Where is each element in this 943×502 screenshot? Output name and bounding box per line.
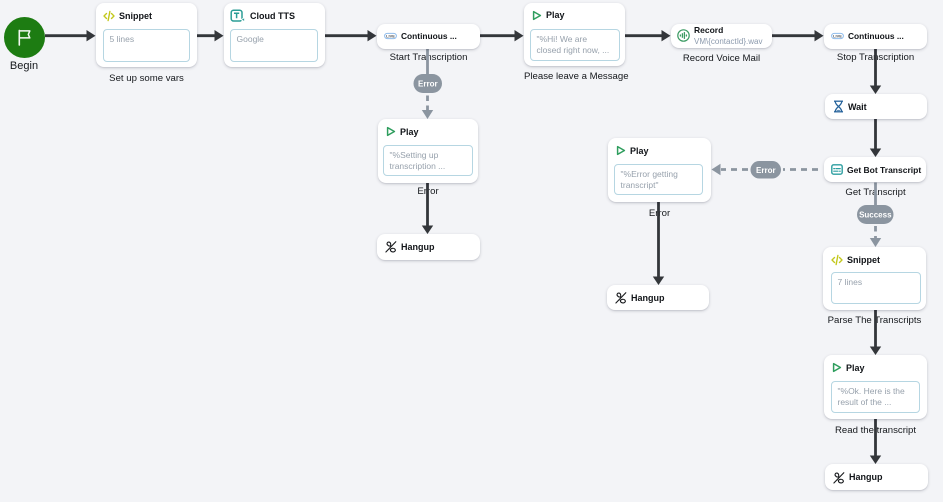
svg-text:LIVE: LIVE bbox=[833, 34, 842, 39]
svg-text:Error: Error bbox=[418, 79, 438, 88]
svg-text:LIVE: LIVE bbox=[386, 34, 395, 39]
svg-text:Error: Error bbox=[756, 166, 776, 175]
svg-text:Success: Success bbox=[859, 210, 892, 219]
